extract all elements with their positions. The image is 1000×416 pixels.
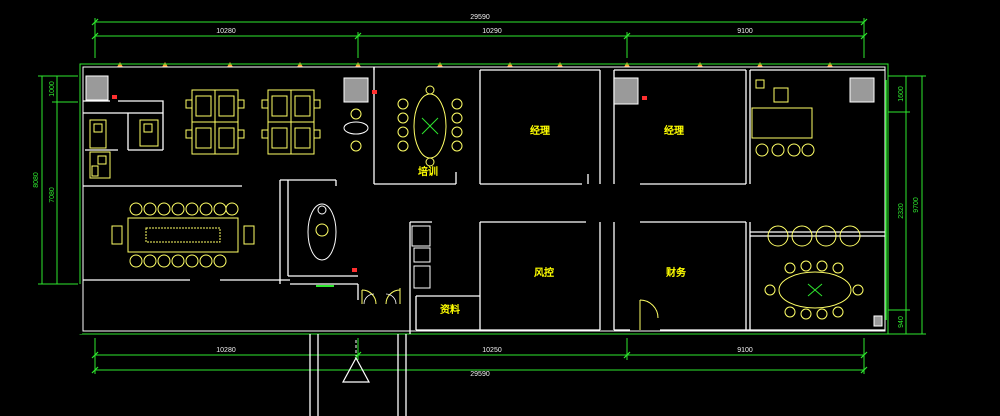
dim-bottom-seg-1: 10280 [216, 347, 236, 354]
dim-left-outer: 8080 [33, 172, 40, 188]
room-label-manager-2: 经理 [664, 124, 684, 137]
entrance-arrow-icon [341, 356, 371, 383]
dim-left-inner-1: 1000 [49, 81, 56, 97]
conference-table-large [111, 202, 255, 268]
door-swing-lines [363, 293, 397, 305]
dim-bottom-seg-3: 9100 [737, 347, 753, 354]
dim-left-inner-2: 7080 [49, 187, 56, 203]
furniture [89, 79, 864, 320]
conference-table-right [764, 260, 864, 320]
planters [767, 225, 861, 247]
dim-top-seg-2: 10290 [482, 28, 502, 35]
interior-walls [83, 67, 885, 416]
dim-bottom-total: 29590 [470, 371, 490, 378]
structural-columns [85, 75, 883, 327]
dim-right-inner-1: 1600 [898, 86, 905, 102]
storage-cabinets [411, 225, 431, 289]
workstation-cluster-2 [261, 89, 321, 155]
dim-top-seg-1: 10280 [216, 28, 236, 35]
room-label-manager-1: 经理 [530, 124, 550, 137]
room-label-training: 培训 [418, 165, 438, 178]
dim-right-outer: 9700 [913, 197, 920, 213]
reception-table [307, 203, 337, 261]
executive-desk [751, 79, 815, 157]
room-label-archives: 资料 [440, 303, 460, 316]
column-markers [112, 90, 647, 272]
dim-top-seg-3: 9100 [737, 28, 753, 35]
lounge-table [343, 108, 369, 152]
dim-top-total: 29590 [470, 14, 490, 21]
dim-right-inner-2: 2320 [898, 203, 905, 219]
outer-walls [78, 63, 889, 335]
dimension-lines [38, 18, 926, 374]
dim-bottom-seg-2: 10250 [482, 347, 502, 354]
workstation-cluster-1 [185, 89, 245, 155]
training-table [397, 85, 463, 167]
dim-right-inner-3: 940 [898, 316, 905, 328]
room-label-risk-control: 风控 [534, 266, 554, 279]
room-label-finance: 财务 [665, 266, 687, 279]
